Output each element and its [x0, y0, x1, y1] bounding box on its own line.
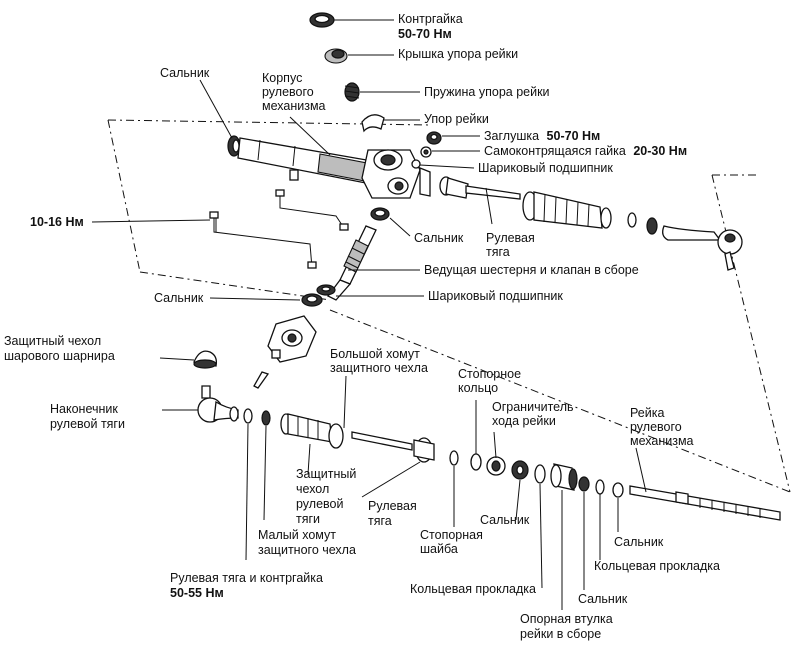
frame-left-edge [107, 119, 141, 273]
label-oil-seal-bottom: Сальник [578, 592, 628, 606]
leader-lines [91, 19, 647, 610]
frame-bottom-diagonal [329, 309, 791, 493]
ball-bearing-top-part [411, 159, 421, 169]
label-boot-ball-joint-2: шарового шарнира [4, 349, 115, 363]
label-lock-nut-torque: 50-70 Нм [398, 27, 452, 41]
label-tie-rod-end-2: рулевой тяги [50, 417, 125, 431]
rack-guide-part [361, 114, 385, 133]
oil-seal-left-part [301, 293, 323, 307]
lock-nut-part [309, 12, 335, 28]
label-housing-3: механизма [262, 99, 326, 113]
label-pinion-valve: Ведущая шестерня и клапан в сборе [424, 263, 639, 277]
label-boot-3: рулевой [296, 497, 343, 511]
label-group: Контргайка 50-70 Нм Крышка упора рейки П… [4, 12, 720, 641]
gear-housing-part [227, 135, 431, 199]
label-plug-line: Заглушка 50-70 Нм [484, 129, 600, 143]
plug-part [426, 131, 442, 145]
label-o-ring-right: Кольцевая прокладка [594, 559, 720, 573]
o-ring-right-part [595, 479, 605, 495]
tie-rod-end-bottom-part [197, 385, 239, 423]
oil-seal-bottom-mid-part [511, 460, 529, 480]
boot-ball-joint-part [193, 350, 218, 369]
frame-bottom-left-edge [139, 271, 331, 301]
frame-right-edge [711, 174, 791, 493]
label-small-clamp-2: защитного чехла [258, 543, 356, 557]
boot-bottom-part [280, 413, 344, 449]
label-boot-4: тяги [296, 512, 320, 526]
label-rack-bushing-2: рейки в сборе [520, 627, 601, 641]
label-tie-rod-locknut: Рулевая тяга и контргайка [170, 571, 323, 585]
label-boot-ball-joint-1: Защитный чехол [4, 334, 101, 348]
label-housing-2: рулевого [262, 85, 314, 99]
label-tie-rod-bottom-2: тяга [368, 514, 392, 528]
label-lock-washer-2: шайба [420, 542, 458, 556]
label-rack-guide-spring: Пружина упора рейки [424, 85, 550, 99]
label-plug-torque: 50-70 Нм [547, 129, 601, 143]
label-rack-stopper-2: хода рейки [492, 414, 556, 428]
label-oil-seal-right: Сальник [614, 535, 664, 549]
label-self-lock-nut: Самоконтрящаяся гайка [484, 144, 626, 158]
inner-tie-rod-top-part [439, 176, 521, 200]
label-large-clamp-1: Большой хомут [330, 347, 420, 361]
label-tie-rod-locknut-torque: 50-55 Нм [170, 586, 224, 600]
label-plug: Заглушка [484, 129, 539, 143]
oil-seal-bottom-part [578, 476, 590, 492]
tie-rod-bottom-part [351, 431, 435, 463]
label-oil-seal-bottom-mid: Сальник [480, 513, 530, 527]
label-ball-bearing-top: Шариковый подшипник [478, 161, 613, 175]
label-lock-nut: Контргайка [398, 12, 463, 26]
oil-seal-right-part [612, 482, 624, 498]
label-snap-ring-2: кольцо [458, 381, 498, 395]
label-tie-rod-top-2: тяга [486, 245, 510, 259]
label-lock-washer-1: Стопорная [420, 528, 483, 542]
oil-seal-mid-part [370, 207, 390, 221]
o-ring-mid-part [534, 464, 546, 484]
label-boot-1: Защитный [296, 467, 356, 481]
hydraulic-pipes-part [209, 189, 349, 269]
label-oil-seal-mid: Сальник [414, 231, 464, 245]
label-rack-stopper-1: Ограничитель [492, 400, 574, 414]
label-rack-bushing-1: Опорная втулка [520, 612, 613, 626]
boot-top-part [522, 191, 612, 229]
rack-guide-cap-part [324, 48, 348, 64]
label-tie-rod-bottom-1: Рулевая [368, 499, 417, 513]
rack-stopper-part [486, 456, 506, 476]
label-ball-bearing-mid: Шариковый подшипник [428, 289, 563, 303]
self-lock-nut-part [420, 146, 432, 158]
label-rack-2: рулевого [630, 420, 682, 434]
lock-washer-part [449, 450, 459, 466]
label-self-lock-nut-line: Самоконтрящаяся гайка 20-30 Нм [484, 144, 687, 158]
small-items-bottom-left [243, 408, 271, 426]
label-tie-rod-end-1: Наконечник [50, 402, 118, 416]
snap-ring-part [470, 453, 482, 471]
label-rack-1: Рейка [630, 406, 664, 420]
label-large-clamp-2: защитного чехла [330, 361, 428, 375]
label-torque-pipes: 10-16 Нм [30, 215, 84, 229]
tie-rod-end-top-part [662, 225, 743, 271]
rack-guide-spring-part [344, 82, 360, 102]
label-o-ring-mid: Кольцевая прокладка [410, 582, 536, 596]
label-housing-1: Корпус [262, 71, 302, 85]
label-rack-guide: Упор рейки [424, 112, 489, 126]
label-snap-ring-1: Стопорное [458, 367, 521, 381]
label-oil-seal-left: Сальник [154, 291, 204, 305]
label-self-lock-nut-torque: 20-30 Нм [633, 144, 687, 158]
rack-part [629, 485, 781, 521]
clamp-top-part [627, 212, 658, 235]
valve-housing-part [253, 315, 317, 389]
rack-bushing-part [550, 463, 578, 491]
label-small-clamp-1: Малый хомут [258, 528, 336, 542]
label-oil-seal-top-left: Сальник [160, 66, 210, 80]
label-boot-2: чехол [296, 482, 329, 496]
label-rack-3: механизма [630, 434, 694, 448]
label-rack-guide-cap: Крышка упора рейки [398, 47, 518, 61]
ball-bearing-mid-part [316, 284, 336, 296]
label-tie-rod-top-1: Рулевая [486, 231, 535, 245]
